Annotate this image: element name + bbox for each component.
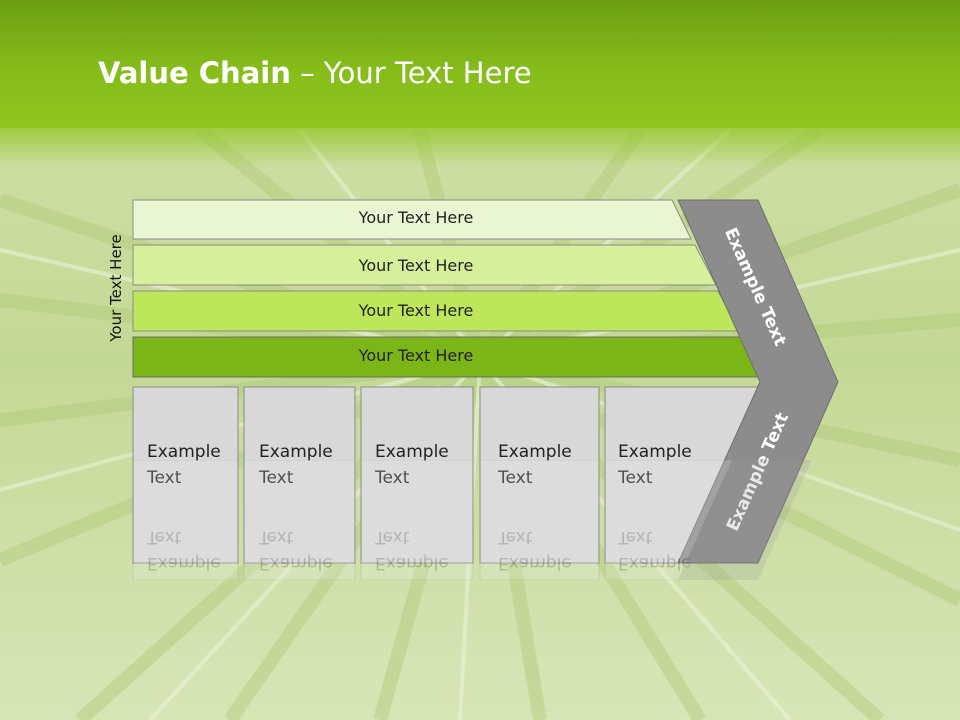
- box-4-line2: Text: [498, 468, 533, 488]
- box-1-line1: Example: [147, 442, 221, 462]
- box-4-line1: Example: [498, 442, 572, 462]
- title-banner: [0, 0, 960, 128]
- box-5-line1: Example: [618, 442, 692, 462]
- box-1-shape[interactable]: [132, 386, 239, 564]
- box-2-line1: Example: [259, 442, 333, 462]
- box-3-shape[interactable]: [360, 386, 474, 564]
- box-3-line2: Text: [375, 468, 410, 488]
- bar-4-label: Your Text Here: [358, 346, 474, 365]
- bar-1-label: Your Text Here: [358, 208, 474, 227]
- title-banner-fade: [0, 128, 960, 168]
- box-2-line2: Text: [259, 468, 294, 488]
- chevron-arrow[interactable]: [677, 199, 839, 564]
- bar-1-shape[interactable]: [132, 199, 692, 240]
- page-title-rest: – Your Text Here: [290, 56, 532, 90]
- bar-3-label: Your Text Here: [358, 301, 474, 320]
- page-title: Value Chain – Your Text Here: [98, 56, 532, 90]
- page-title-bold: Value Chain: [98, 56, 291, 90]
- box-4-shape[interactable]: [479, 386, 600, 564]
- box-2-shape[interactable]: [243, 386, 356, 564]
- box-5-line2: Text: [618, 468, 653, 488]
- box-1-line2: Text: [147, 468, 182, 488]
- bar-2-label: Your Text Here: [358, 256, 474, 275]
- box-3-line1: Example: [375, 442, 449, 462]
